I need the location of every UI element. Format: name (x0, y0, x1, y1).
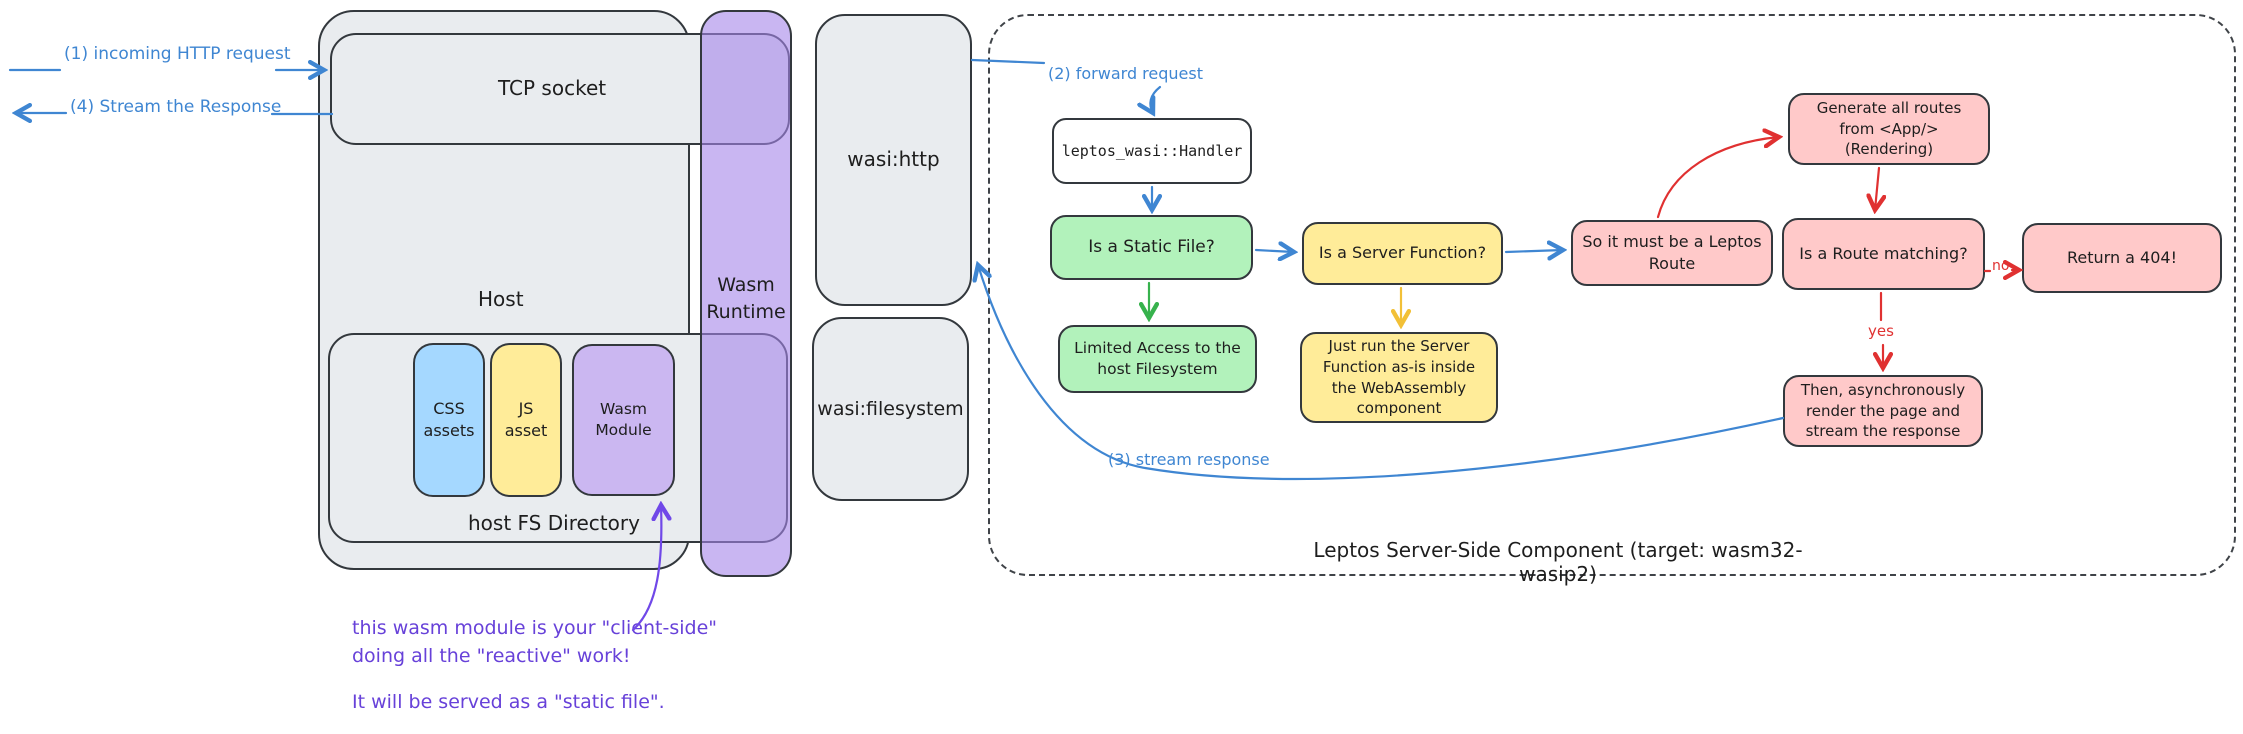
forward-request-label: (2) forward request (1048, 64, 1203, 83)
leptos-component-container (988, 14, 2236, 576)
stream-the-response-label: (4) Stream the Response (70, 97, 282, 117)
return-404-box: Return a 404! (2022, 223, 2222, 293)
then-async-render-box: Then, asynchronously render the page and… (1783, 375, 1983, 447)
just-run-server-function-box: Just run the Server Function as-is insid… (1300, 332, 1498, 423)
tcp-socket-label: TCP socket (498, 76, 607, 100)
wasi-http-box: wasi:http (815, 14, 972, 306)
static-file-note: It will be served as a "static file". (352, 691, 665, 713)
generate-routes-box: Generate all routes from <App/> (Renderi… (1788, 93, 1990, 165)
is-route-matching-box: Is a Route matching? (1782, 218, 1985, 290)
host-fs-directory-label: host FS Directory (468, 511, 640, 535)
limited-access-box: Limited Access to the host Filesystem (1058, 325, 1257, 393)
css-assets-box: CSS assets (413, 343, 485, 497)
leptos-wasi-handler-box: leptos_wasi::Handler (1052, 118, 1252, 184)
incoming-http-request-label: (1) incoming HTTP request (64, 44, 291, 64)
is-server-function-box: Is a Server Function? (1302, 222, 1503, 285)
wasm-runtime-strip (700, 10, 792, 577)
wasm-runtime-label: Wasm Runtime (706, 274, 786, 323)
stream-response-label: (3) stream response (1108, 450, 1270, 469)
wasi-filesystem-box: wasi:filesystem (812, 317, 969, 501)
yes-label: yes (1868, 322, 1894, 340)
leptos-route-box: So it must be a Leptos Route (1571, 220, 1773, 286)
js-asset-box: JS asset (490, 343, 562, 497)
wasm-module-box: Wasm Module (572, 344, 675, 496)
host-label: Host (478, 287, 524, 311)
wasm-module-note: this wasm module is your "client-side" d… (352, 617, 718, 667)
leptos-component-caption: Leptos Server-Side Component (target: wa… (1313, 538, 1803, 586)
is-static-file-box: Is a Static File? (1050, 215, 1253, 280)
no-label: no (1992, 258, 2010, 274)
